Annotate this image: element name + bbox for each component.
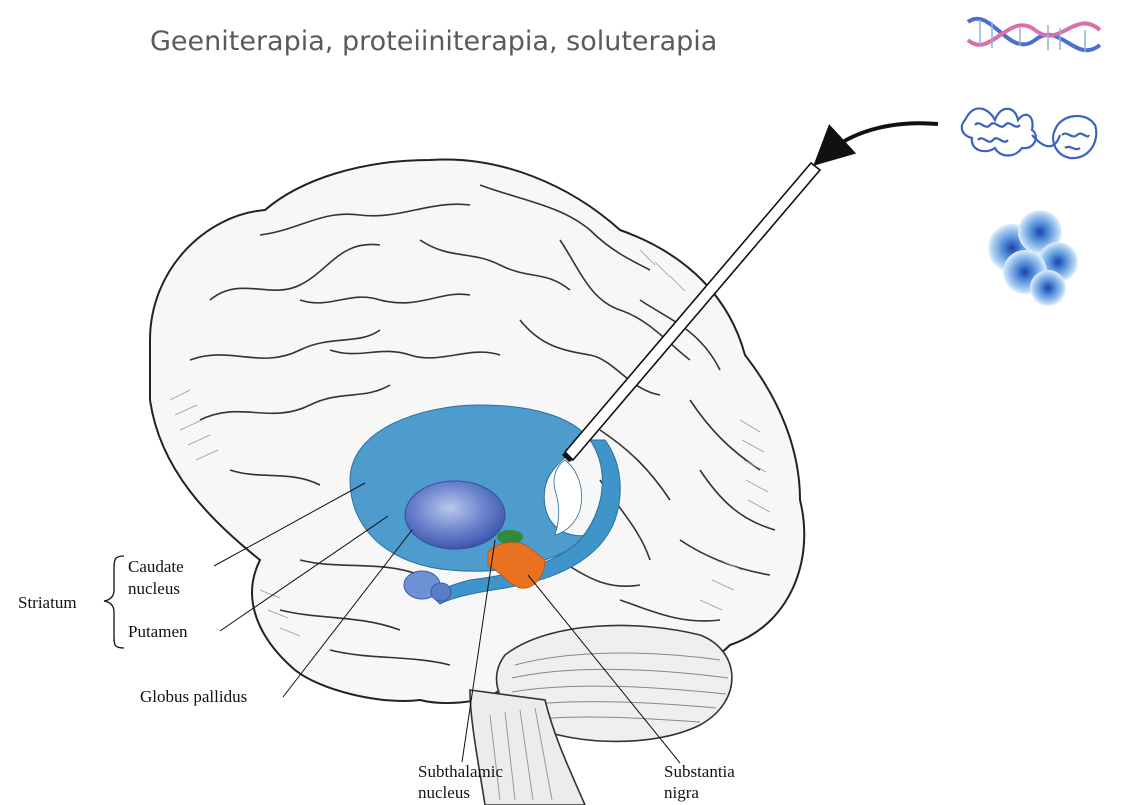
- delivery-arrow: [825, 123, 938, 155]
- dna-helix-icon: [968, 19, 1100, 52]
- label-subthalamic-line1: Subthalamic: [418, 762, 503, 782]
- label-putamen: Putamen: [128, 622, 188, 642]
- globus-pallidus: [405, 481, 505, 549]
- cell-cluster-icon: [988, 210, 1078, 306]
- label-substantia-line2: nigra: [664, 783, 699, 803]
- label-caudate-line1: Caudate: [128, 557, 184, 577]
- label-substantia-line1: Substantia: [664, 762, 735, 782]
- label-caudate-line2: nucleus: [128, 579, 180, 599]
- subthalamic-nucleus: [497, 530, 523, 544]
- label-globus-pallidus: Globus pallidus: [140, 687, 247, 707]
- striatum-brace: [104, 556, 124, 648]
- label-striatum: Striatum: [18, 593, 77, 613]
- label-subthalamic-line2: nucleus: [418, 783, 470, 803]
- protein-structure-icon: [962, 108, 1096, 158]
